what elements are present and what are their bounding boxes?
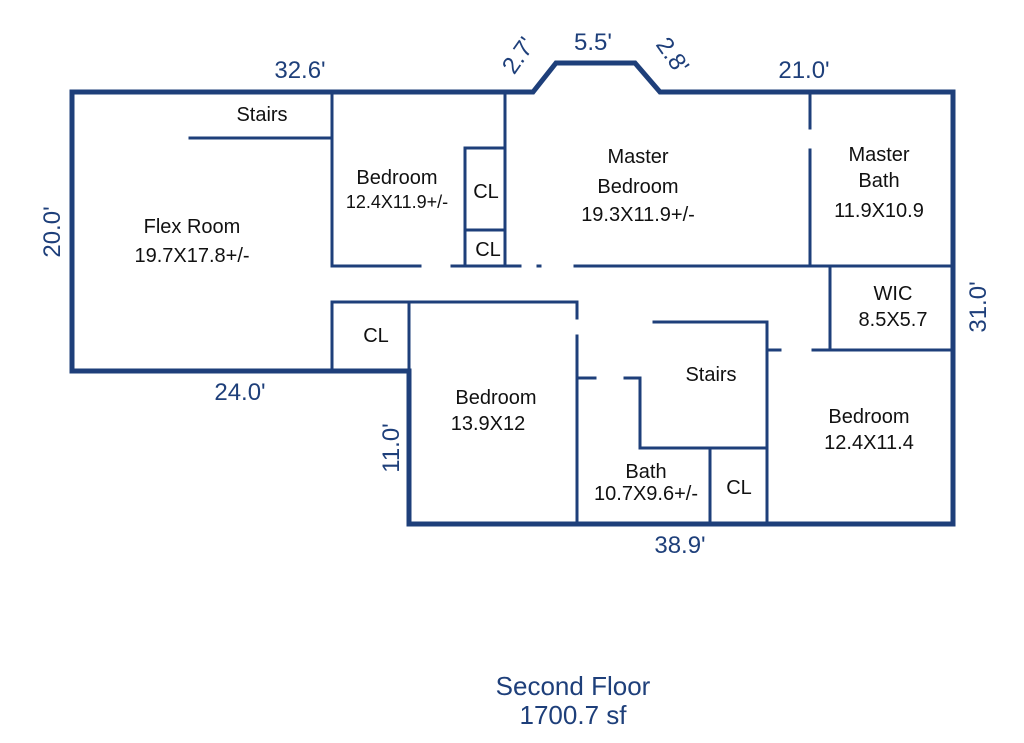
room-labels: Stairs Flex Room 19.7X17.8+/- Bedroom 12… — [134, 104, 927, 505]
dim-left: 20.0' — [39, 206, 66, 257]
bedroom-right-size: 12.4X11.4 — [824, 432, 914, 454]
bath-name: Bath — [625, 461, 666, 483]
bedroom-mid-name: Bedroom — [455, 387, 536, 409]
floor-name: Second Floor — [496, 671, 651, 701]
master-bedroom-name-2: Bedroom — [597, 176, 678, 198]
dim-bay-right: 2.8' — [650, 32, 694, 79]
master-bath-size: 11.9X10.9 — [834, 200, 924, 222]
interior-walls — [188, 90, 955, 526]
stairs-lower-label: Stairs — [685, 364, 736, 386]
closet-d-label: CL — [726, 477, 752, 499]
dim-mid-bottom: 24.0' — [214, 379, 265, 406]
dim-top-right: 21.0' — [778, 57, 829, 84]
closet-a-label: CL — [473, 181, 499, 203]
bedroom-small-size: 12.4X11.9+/- — [346, 192, 448, 212]
dim-right: 31.0' — [965, 281, 992, 332]
dim-lower-left: 11.0' — [378, 423, 405, 473]
master-bedroom-size: 19.3X11.9+/- — [581, 204, 695, 226]
floor-area: 1700.7 sf — [520, 700, 628, 730]
dim-bay-top: 5.5' — [574, 29, 612, 56]
bath-size: 10.7X9.6+/- — [594, 483, 698, 505]
walls — [69, 60, 956, 527]
master-bath-name-1: Master — [848, 144, 909, 166]
flex-room-name: Flex Room — [144, 216, 241, 238]
bedroom-small-name: Bedroom — [356, 167, 437, 189]
master-bath-name-2: Bath — [858, 170, 899, 192]
bedroom-right-name: Bedroom — [828, 406, 909, 428]
flex-room-size: 19.7X17.8+/- — [134, 245, 249, 267]
dim-bottom: 38.9' — [654, 532, 705, 559]
bedroom-mid-size: 13.9X12 — [451, 413, 526, 435]
dimension-labels: 32.6' 2.7' 5.5' 2.8' 21.0' 20.0' 31.0' 2… — [39, 29, 992, 559]
stairs-upper-label: Stairs — [236, 104, 287, 126]
master-bedroom-name-1: Master — [607, 146, 668, 168]
plan-footer: Second Floor 1700.7 sf — [496, 671, 651, 730]
wic-name: WIC — [874, 283, 913, 305]
wic-size: 8.5X5.7 — [859, 309, 928, 331]
dim-bay-left: 2.7' — [497, 32, 541, 79]
dim-top-left: 32.6' — [274, 57, 325, 84]
closet-b-label: CL — [475, 239, 501, 261]
outer-wall — [69, 60, 956, 527]
closet-c-label: CL — [363, 325, 389, 347]
